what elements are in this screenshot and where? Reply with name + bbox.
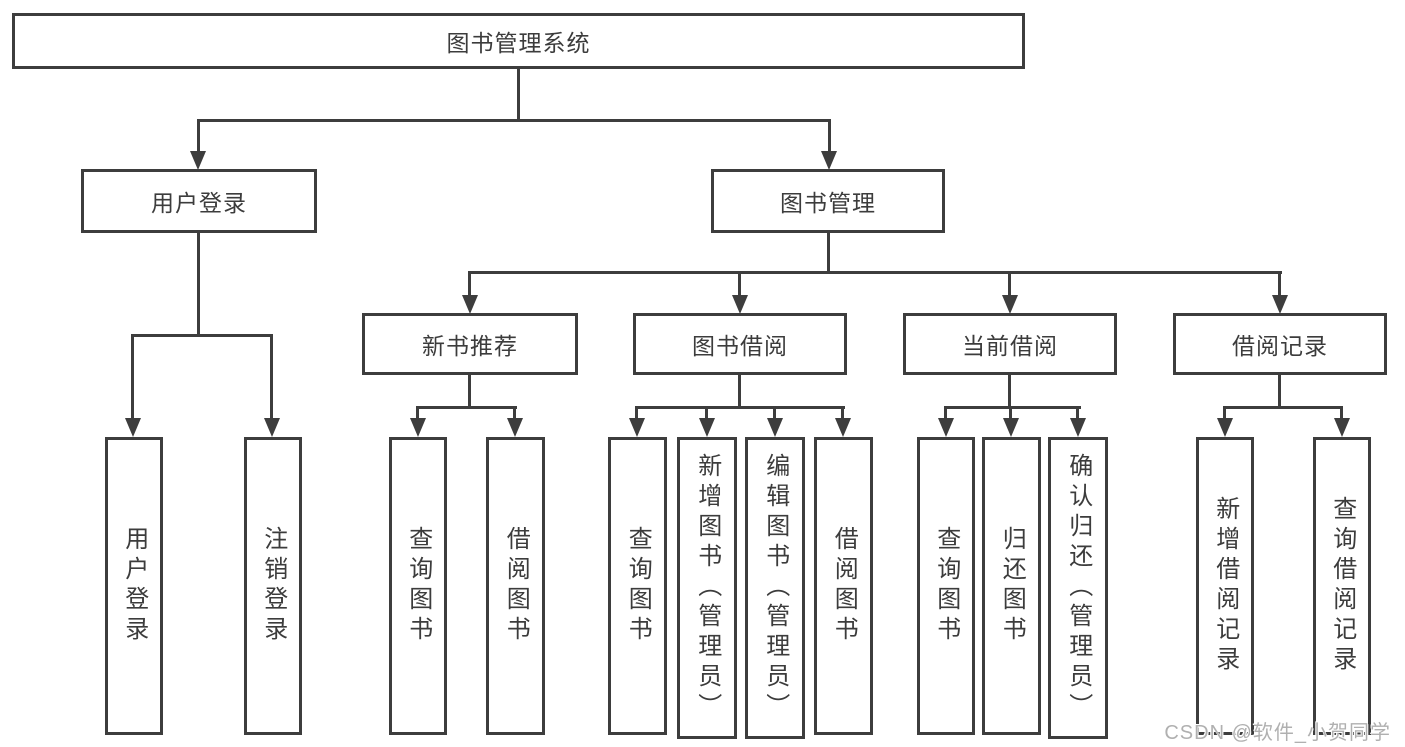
- leaf-label: 查询图书: [404, 526, 432, 646]
- connector-drop: [513, 406, 516, 420]
- leaf-label: 新增图书（管理员）: [693, 453, 721, 723]
- arrowhead-icon: [1272, 295, 1288, 314]
- leaf-label: 借阅图书: [830, 526, 858, 646]
- arrowhead-icon: [125, 418, 141, 437]
- connector-login-drop-left: [131, 334, 134, 419]
- connector-drop: [416, 406, 419, 420]
- node-label: 借阅记录: [1232, 333, 1328, 359]
- leaf-edit-book-admin: 编辑图书（管理员）: [745, 437, 805, 739]
- leaf-borrow-book: 借阅图书: [486, 437, 545, 735]
- leaf-query-book-current: 查询图书: [917, 437, 975, 735]
- connector-records-drop: [1278, 271, 1281, 298]
- connector-borrow-split: [635, 406, 845, 409]
- connector-drop: [705, 406, 708, 420]
- connector-user-login-drop: [197, 119, 200, 152]
- node-book-borrow: 图书借阅: [633, 313, 847, 375]
- arrowhead-icon: [732, 295, 748, 314]
- connector-drop: [841, 406, 844, 420]
- arrowhead-icon: [462, 295, 478, 314]
- leaf-label: 编辑图书（管理员）: [761, 453, 789, 723]
- arrowhead-icon: [1002, 295, 1018, 314]
- node-label: 当前借阅: [962, 333, 1058, 359]
- arrowhead-icon: [190, 151, 206, 170]
- leaf-label: 查询借阅记录: [1328, 496, 1356, 676]
- leaf-label: 查询图书: [624, 526, 652, 646]
- arrowhead-icon: [835, 418, 851, 437]
- connector-current-stem: [1008, 375, 1011, 409]
- connector-drop: [635, 406, 638, 420]
- node-label: 新书推荐: [422, 333, 518, 359]
- connector-drop: [1009, 406, 1012, 420]
- leaf-label: 查询图书: [932, 526, 960, 646]
- leaf-query-book: 查询图书: [389, 437, 447, 735]
- node-user-login: 用户登录: [81, 169, 317, 233]
- connector-login-split: [131, 334, 273, 337]
- leaf-label: 借阅图书: [502, 526, 530, 646]
- leaf-add-borrow-record: 新增借阅记录: [1196, 437, 1254, 735]
- arrowhead-icon: [1217, 418, 1233, 437]
- leaf-query-borrow-record: 查询借阅记录: [1313, 437, 1371, 735]
- arrowhead-icon: [821, 151, 837, 170]
- connector-drop: [1076, 406, 1079, 420]
- connector-borrow-stem: [738, 375, 741, 409]
- leaf-borrow-book-2: 借阅图书: [814, 437, 873, 735]
- connector-newbook-stem: [468, 375, 471, 409]
- connector-drop: [1340, 406, 1343, 420]
- connector-current-split: [944, 406, 1081, 409]
- arrowhead-icon: [1070, 418, 1086, 437]
- node-label: 图书管理系统: [446, 30, 591, 56]
- leaf-label: 注销登录: [259, 526, 287, 646]
- arrowhead-icon: [507, 418, 523, 437]
- leaf-return-book: 归还图书: [982, 437, 1041, 735]
- leaf-query-book-borrow: 查询图书: [608, 437, 667, 735]
- leaf-add-book-admin: 新增图书（管理员）: [677, 437, 737, 739]
- connector-records-split: [1223, 406, 1343, 409]
- connector-drop: [773, 406, 776, 420]
- arrowhead-icon: [938, 418, 954, 437]
- connector-level2-split: [197, 119, 831, 122]
- connector-newbook-split: [416, 406, 517, 409]
- node-book-management: 图书管理: [711, 169, 945, 233]
- node-new-book-recommend: 新书推荐: [362, 313, 578, 375]
- connector-login-stem: [197, 233, 200, 336]
- csdn-watermark: CSDN @软件_小贺同学: [1164, 722, 1391, 744]
- leaf-logout: 注销登录: [244, 437, 302, 735]
- connector-level3-split: [468, 271, 1282, 274]
- arrowhead-icon: [410, 418, 426, 437]
- arrowhead-icon: [629, 418, 645, 437]
- connector-root-stem: [517, 69, 520, 122]
- leaf-label: 确认归还（管理员）: [1064, 453, 1092, 723]
- leaf-confirm-return-admin: 确认归还（管理员）: [1048, 437, 1108, 739]
- connector-book-mgmt-drop: [828, 119, 831, 152]
- node-label: 图书管理: [780, 190, 876, 216]
- connector-records-stem: [1278, 375, 1281, 409]
- leaf-user-login: 用户登录: [105, 437, 163, 735]
- node-borrow-records: 借阅记录: [1173, 313, 1387, 375]
- node-label: 图书借阅: [692, 333, 788, 359]
- connector-mgmt-stem: [827, 233, 830, 274]
- connector-borrow-drop: [738, 271, 741, 298]
- arrowhead-icon: [767, 418, 783, 437]
- connector-login-drop-right: [270, 334, 273, 419]
- leaf-label: 新增借阅记录: [1211, 496, 1239, 676]
- leaf-label: 归还图书: [998, 526, 1026, 646]
- node-label: 用户登录: [151, 190, 247, 216]
- arrowhead-icon: [699, 418, 715, 437]
- leaf-label: 用户登录: [120, 526, 148, 646]
- arrowhead-icon: [1003, 418, 1019, 437]
- node-current-borrow: 当前借阅: [903, 313, 1117, 375]
- arrowhead-icon: [1334, 418, 1350, 437]
- connector-newbook-drop: [468, 271, 471, 298]
- connector-drop: [1223, 406, 1226, 420]
- connector-drop: [944, 406, 947, 420]
- arrowhead-icon: [264, 418, 280, 437]
- node-library-management-system: 图书管理系统: [12, 13, 1025, 69]
- connector-current-drop: [1008, 271, 1011, 298]
